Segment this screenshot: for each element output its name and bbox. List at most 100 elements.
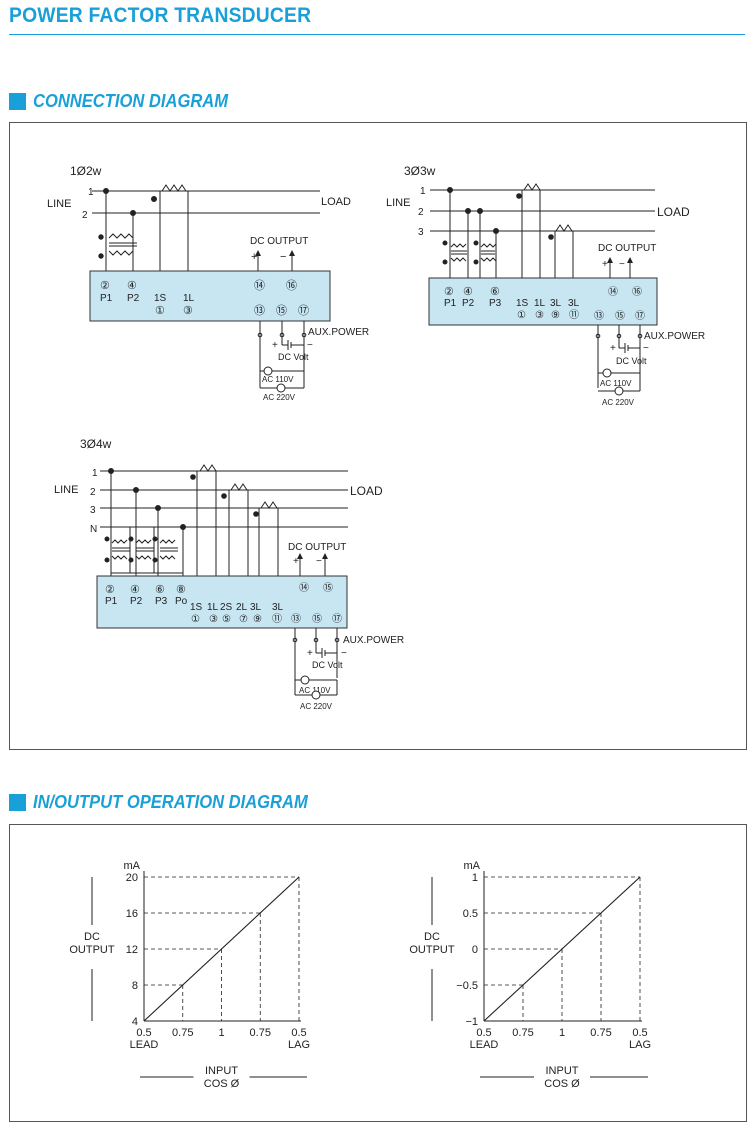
dc-volt-label: DC Volt <box>312 660 343 670</box>
terminal-num: ④ <box>127 280 137 292</box>
minus-sign: − <box>280 251 286 263</box>
line-num: 1 <box>92 468 98 479</box>
ac220-label: AC 220V <box>300 702 333 711</box>
x-end-label: LEAD <box>130 1039 159 1051</box>
y-axis-title: DC <box>424 931 440 943</box>
series-line <box>143 876 300 1022</box>
x-tick-label: 1 <box>559 1027 565 1039</box>
terminal-num: ⑥ <box>155 584 165 596</box>
line-num: 2 <box>90 487 96 498</box>
plus-sign: + <box>293 556 299 567</box>
terminal-label: 2L <box>236 602 248 613</box>
terminal-label: 3L <box>250 602 262 613</box>
page-title: POWER FACTOR TRANSDUCER <box>9 4 312 27</box>
terminal-num: ⑯ <box>286 279 297 292</box>
terminal-num: ⑨ <box>551 310 560 321</box>
terminal-num: ② <box>105 584 115 596</box>
terminal-num: ② <box>100 280 110 292</box>
series-line <box>483 876 641 1022</box>
terminal-label: 3L <box>568 298 580 309</box>
terminal-num: ⑦ <box>239 614 248 625</box>
terminal-num: ⑮ <box>312 613 322 625</box>
x-axis-title: COS Ø <box>544 1078 580 1090</box>
ac110-label: AC 110V <box>262 375 294 384</box>
line-label: LINE <box>386 197 410 209</box>
terminal-num: ④ <box>463 286 473 298</box>
section-marker-icon <box>9 93 26 110</box>
section-heading-operation: IN/OUTPUT OPERATION DIAGRAM <box>9 792 332 813</box>
x-axis-title: COS Ø <box>204 1078 240 1090</box>
terminal-label: P2 <box>130 596 143 607</box>
section-heading-text: IN/OUTPUT OPERATION DIAGRAM <box>33 792 308 812</box>
y-tick-label: 12 <box>126 944 138 956</box>
terminal-num: ⑥ <box>490 286 500 298</box>
x-tick-label: 0.5 <box>476 1027 491 1039</box>
terminal-num: ④ <box>130 584 140 596</box>
terminal-num: ⑮ <box>323 582 333 594</box>
plus-sign: + <box>272 340 278 351</box>
terminal-num: ③ <box>535 310 544 321</box>
terminal-label: 1L <box>183 293 195 304</box>
terminal-num: ⑧ <box>176 584 186 596</box>
terminal-num: ⑭ <box>608 286 618 298</box>
x-tick-label: 0.5 <box>136 1027 151 1039</box>
y-tick-label: 20 <box>126 872 138 884</box>
line-label: LINE <box>47 198 71 210</box>
load-label: LOAD <box>321 196 351 208</box>
ac110-label: AC 110V <box>600 379 632 388</box>
y-axis-title: OUTPUT <box>409 944 455 956</box>
ac220-label: AC 220V <box>263 393 296 402</box>
y-tick-label: −1 <box>465 1016 478 1028</box>
x-end-label: LAG <box>629 1039 651 1051</box>
terminal-num: ① <box>191 614 200 625</box>
aux-power-label: AUX.POWER <box>644 331 705 342</box>
y-tick-label: 0.5 <box>463 908 478 920</box>
terminal-label: P1 <box>100 293 113 304</box>
load-label: LOAD <box>657 205 690 219</box>
terminal-label: 1L <box>207 602 219 613</box>
terminal-num: ⑪ <box>569 309 579 321</box>
line-label: LINE <box>54 484 78 496</box>
x-end-label: LEAD <box>470 1039 499 1051</box>
y-axis-title: DC <box>84 931 100 943</box>
minus-sign: − <box>307 340 313 351</box>
y-tick-label: 8 <box>132 980 138 992</box>
line-num: 2 <box>82 210 88 221</box>
terminal-num: ⑰ <box>298 304 309 317</box>
y-unit-label: mA <box>124 860 141 872</box>
y-tick-label: 0 <box>472 944 478 956</box>
terminal-num: ① <box>517 310 526 321</box>
x-tick-label: 0.75 <box>590 1027 611 1039</box>
terminal-num: ② <box>444 286 454 298</box>
y-tick-label: 1 <box>472 872 478 884</box>
minus-sign: − <box>643 343 649 354</box>
terminal-label: 1L <box>534 298 546 309</box>
dc-volt-label: DC Volt <box>278 352 309 362</box>
terminal-num: ⑪ <box>272 613 282 625</box>
ac110-label: AC 110V <box>299 686 331 695</box>
plus-sign: + <box>602 259 608 270</box>
terminal-label: P1 <box>105 596 118 607</box>
terminal-label: 3L <box>272 602 284 613</box>
terminal-num: ⑭ <box>299 582 309 594</box>
load-label: LOAD <box>350 484 383 498</box>
y-unit-label: mA <box>464 860 481 872</box>
line-num: 1 <box>88 187 94 198</box>
terminal-label: Po <box>175 596 188 607</box>
terminal-num: ⑬ <box>254 304 265 317</box>
terminal-label: P3 <box>489 298 502 309</box>
terminal-label: 1S <box>190 602 203 613</box>
terminal-label: 1S <box>516 298 529 309</box>
terminal-num: ① <box>155 305 165 317</box>
terminal-num: ⑰ <box>635 310 645 322</box>
x-end-label: LAG <box>288 1039 310 1051</box>
terminal-label: 2S <box>220 602 233 613</box>
terminal-num: ⑨ <box>253 614 262 625</box>
x-axis-title: INPUT <box>546 1065 579 1077</box>
terminal-num: ⑬ <box>291 613 301 625</box>
terminal-label: P2 <box>462 298 475 309</box>
minus-sign: − <box>316 556 322 567</box>
plus-sign: + <box>610 343 616 354</box>
